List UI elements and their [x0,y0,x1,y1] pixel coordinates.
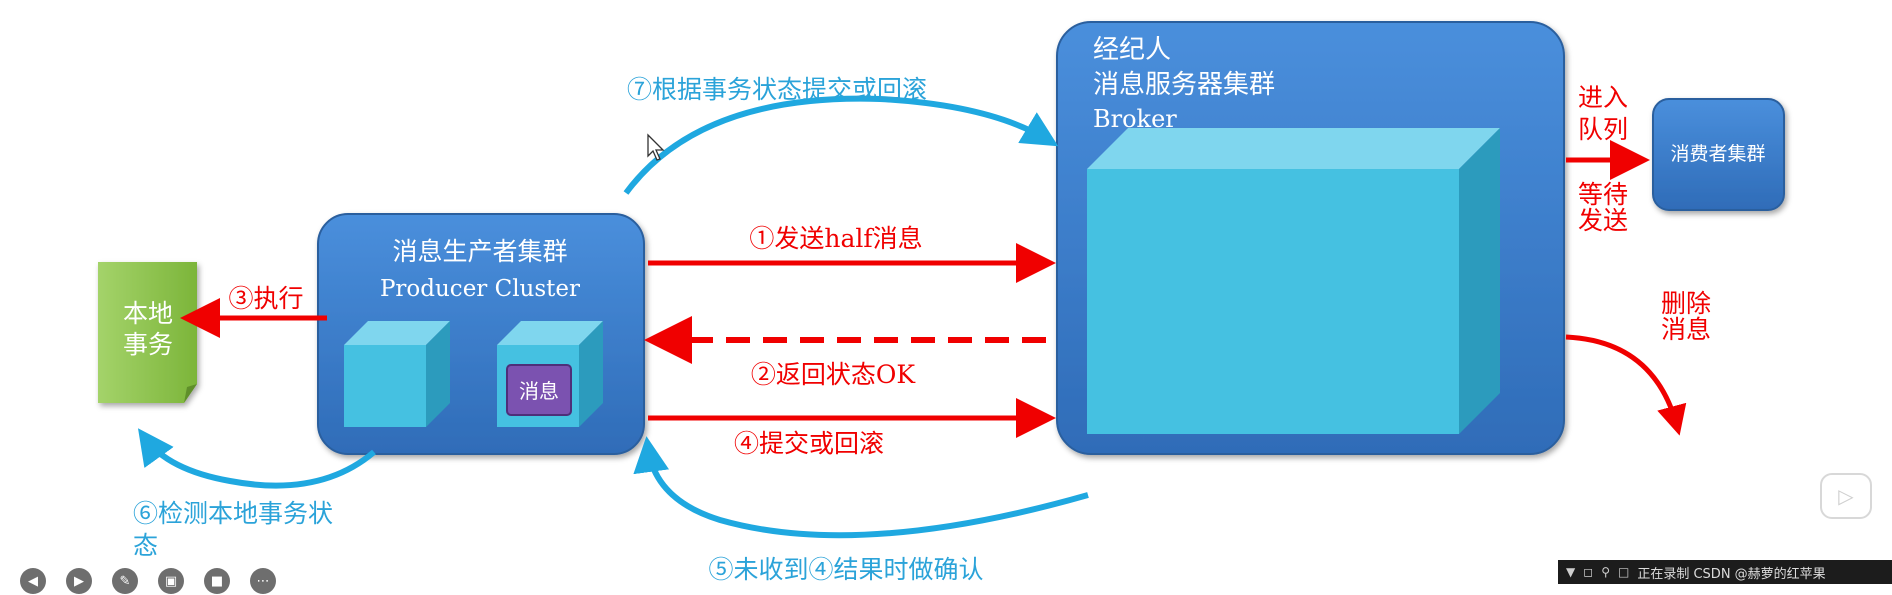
enter-queue-label-1: 进入 [1578,83,1628,112]
delete-message-label-2: 消息 [1661,315,1711,344]
producer-panel: 消息生产者集群 Producer Cluster 消息 [317,213,645,455]
step-1-label: ①发送half消息 [749,224,922,253]
half-message-box: 消息 [506,364,572,416]
local-tx-line-1: 本地 [123,299,173,328]
screen-icon[interactable]: □ [1618,565,1630,579]
more-icon[interactable]: ⋯ [250,568,276,594]
dropdown-icon[interactable]: ▼ [1566,565,1576,579]
local-tx-line-2: 事务 [123,330,173,359]
broker-cube [1087,128,1500,434]
pen-icon[interactable]: ✎ [112,568,138,594]
broker-title-2: 消息服务器集群 [1093,70,1275,100]
step-5-label: ⑤未收到④结果时做确认 [708,555,983,584]
enter-queue-label-2: 队列 [1578,115,1628,144]
producer-title-2: Producer Cluster [380,276,580,302]
producer-title-1: 消息生产者集群 [392,237,567,266]
arrow-delete-message [1565,334,1687,436]
step-4-label: ④提交或回滚 [734,429,884,458]
wait-send-label-2: 发送 [1578,206,1628,235]
step-6-label-2: 态 [133,531,158,560]
zoom-icon[interactable]: ⚲ [1601,565,1610,579]
message-label: 消息 [519,379,559,403]
arrow-confirm-check [633,436,1089,539]
step-3-label: ③执行 [228,284,303,313]
broker-panel: 经纪人 消息服务器集群 Broker [1056,21,1565,455]
cursor-icon [647,133,665,161]
consumer-label: 消费者集群 [1670,143,1765,165]
consumer-cluster: 消费者集群 [1652,98,1785,211]
step-7-label: ⑦根据事务状态提交或回滚 [627,75,927,104]
wait-send-label-1: 等待 [1578,180,1628,209]
local-transaction-doc: 本地 事务 [98,262,197,403]
screenshot-icon[interactable]: ▣ [158,568,184,594]
step-2-label: ②返回状态OK [751,360,916,389]
side-play-icon[interactable]: ▷ [1820,473,1872,519]
recording-statusbar: ▼ ◻ ⚲ □ 正在录制 CSDN @赫萝的红苹果 [1558,560,1892,584]
prev-icon[interactable]: ◀ [20,568,46,594]
camera-icon[interactable]: ■ [204,568,230,594]
arrow-commit-by-status [623,95,1059,195]
play-icon[interactable]: ▶ [66,568,92,594]
window-icon[interactable]: ◻ [1583,565,1594,579]
statusbar-text: 正在录制 CSDN @赫萝的红苹果 [1637,566,1826,582]
step-6-label-1: ⑥检测本地事务状 [133,499,333,528]
presentation-toolbar: ◀ ▶ ✎ ▣ ■ ⋯ [20,567,276,595]
arrow-check-local-status [137,428,376,489]
delete-message-label-1: 删除 [1661,289,1711,318]
broker-title-1: 经纪人 [1093,35,1171,65]
producer-cube-1 [344,321,450,427]
